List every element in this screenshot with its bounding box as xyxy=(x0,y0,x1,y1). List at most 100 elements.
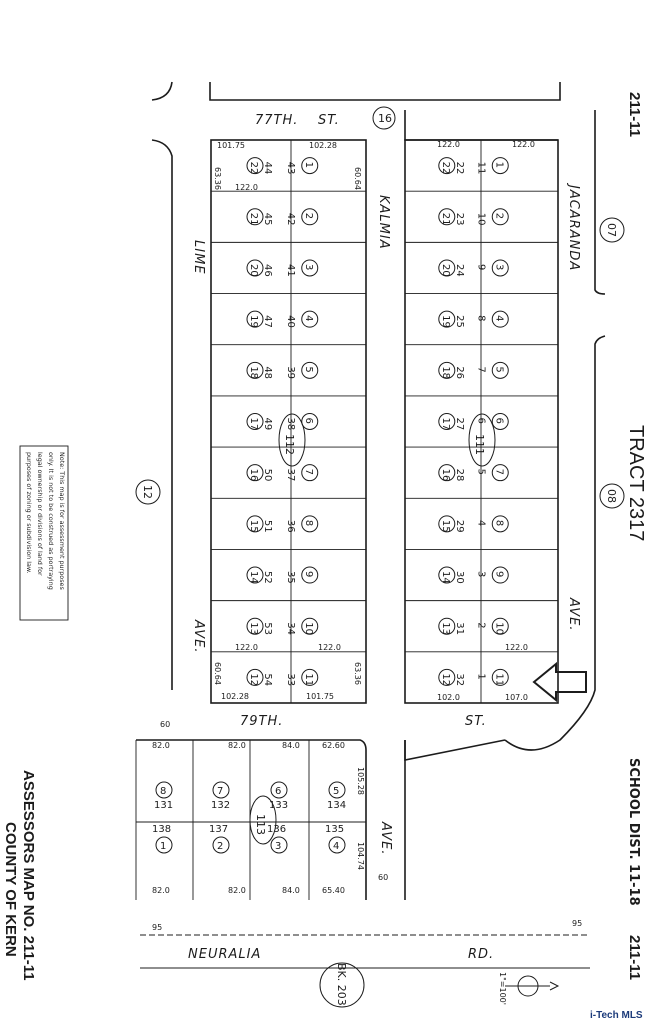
block-112-parcel-number-b: 1 xyxy=(303,162,314,168)
block-112-parcel-number-b: 4 xyxy=(303,315,314,321)
note-line: legal ownership or divisions of land for xyxy=(36,452,44,576)
page-circle-07: 07 xyxy=(599,217,625,243)
block-113-parcel-number: 132 xyxy=(211,800,230,811)
block-112-parcel-number-a: 53 xyxy=(262,622,273,635)
block-112-parcel-number-c: 38 xyxy=(285,418,296,431)
street-jacaranda-ave: JACARANDA AVE. xyxy=(404,110,606,761)
block-112-parcel-number-a: 44 xyxy=(262,162,273,175)
page-circle-08-label: 08 xyxy=(605,489,618,503)
block-111-parcel-number-b: 2 xyxy=(493,213,504,219)
dim-104-74: 104.74 xyxy=(356,842,365,870)
street-label-jacaranda-ave: AVE. xyxy=(566,597,581,632)
block-112-parcel-number-b: 5 xyxy=(303,366,314,372)
block-111-lot-number: 13 xyxy=(440,622,451,635)
street-79th: 79TH. ST. 60 xyxy=(160,714,486,729)
block-111-parcel-number-b: 4 xyxy=(493,315,504,321)
block-111-parcel-number-c: 2 xyxy=(475,622,486,628)
street-label-lime: LIME xyxy=(191,240,206,275)
street-label-79th: 79TH. xyxy=(240,714,283,729)
block-112-parcel-number-a: 50 xyxy=(262,469,273,482)
block-112-lot-number: 21 xyxy=(248,213,259,226)
street-label-neuralia: NEURALIA xyxy=(188,947,261,962)
dim-122-right-top2: 122.0 xyxy=(512,140,535,149)
dim-105-28: 105.28 xyxy=(356,767,365,795)
block-111-parcel-number-a: 31 xyxy=(454,622,465,635)
dim-82-b: 82.0 xyxy=(228,741,246,750)
block-111-parcel-number-c: 10 xyxy=(475,213,486,226)
block-111-parcel-number-b: 5 xyxy=(493,366,504,372)
block-111-parcel-number-a: 25 xyxy=(454,315,465,328)
note-line: purposes of zoning or subdivision law. xyxy=(25,452,33,574)
block-111-parcel-number-a: 32 xyxy=(454,673,465,686)
dim-122-left-top: 122.0 xyxy=(235,183,258,192)
block-112-parcel-number-a: 51 xyxy=(262,520,273,533)
block-113-parcel-number: 131 xyxy=(154,800,173,811)
block-113-parcel-number: 137 xyxy=(209,824,228,835)
block-111-parcel-number-c: 3 xyxy=(475,571,486,577)
dim-102-28-top: 102.28 xyxy=(309,141,337,150)
block-112-parcel-number-b: 11 xyxy=(303,673,314,686)
block-111-parcel-number-c: 7 xyxy=(475,366,486,372)
block-112-parcel-number-b: 9 xyxy=(303,571,314,577)
block-112-parcel-number-b: 3 xyxy=(303,264,314,270)
dim-82-d: 82.0 xyxy=(228,886,246,895)
dim-102-28-bot: 102.28 xyxy=(221,692,249,701)
block-111-lot-number: 22 xyxy=(440,162,451,175)
dim-122-left-bot: 122.0 xyxy=(235,643,258,652)
note-line: only. It is not to be construed as portr… xyxy=(47,452,55,590)
page-circle-12: 12 xyxy=(135,479,161,505)
block-113-lot-number: 2 xyxy=(217,841,223,852)
block-111-parcel-number-a: 29 xyxy=(454,520,465,533)
street-label-77th: 77TH. xyxy=(255,113,298,128)
block-112-parcel-number-a: 54 xyxy=(262,673,273,686)
block-111-lot-number: 15 xyxy=(440,520,451,533)
block-112-parcel-number-b: 8 xyxy=(303,520,314,526)
tract-2317-label: TRACT 2317 xyxy=(625,425,647,541)
block-112-parcel-number-c: 37 xyxy=(285,469,296,482)
street-label-lime-ave: AVE. xyxy=(191,619,206,654)
block-111-parcel-number-b: 3 xyxy=(493,264,504,270)
block-113-parcel-number: 133 xyxy=(269,800,288,811)
county-label: COUNTY OF KERN xyxy=(2,822,19,957)
street-77th: 77TH. ST. xyxy=(151,81,561,690)
dim-95-right: 95 xyxy=(572,919,582,928)
block-112-lot-number: 12 xyxy=(248,673,259,686)
block-111-parcel-number-a: 27 xyxy=(454,418,465,431)
block-111-parcel-number-a: 24 xyxy=(454,264,465,277)
block-112-parcel-number-c: 42 xyxy=(285,213,296,226)
block-113-parcel-number: 136 xyxy=(267,824,286,835)
block-111-lot-number: 20 xyxy=(440,264,451,277)
page-circle-16-label: 16 xyxy=(378,112,392,125)
dim-95-left: 95 xyxy=(152,923,162,932)
block-111-parcel-number-b: 10 xyxy=(493,622,504,635)
block-112-lot-number: 16 xyxy=(248,469,259,482)
page-code-top: 211-11 xyxy=(626,92,643,137)
block-112-parcel-number-a: 47 xyxy=(262,315,273,328)
block-111-lot-number: 16 xyxy=(440,469,451,482)
block-112-parcel-number-b: 10 xyxy=(303,622,314,635)
block-112-parcel-number-b: 2 xyxy=(303,213,314,219)
street-lime-ave: LIME AVE. xyxy=(191,240,206,654)
block-112-parcel-number-c: 36 xyxy=(285,520,296,533)
block-111-lot-number: 14 xyxy=(440,571,451,584)
assessor-title-block: ASSESSORS MAP NO. 211-11 COUNTY OF KERN xyxy=(2,770,37,981)
block-113-lot-number: 8 xyxy=(160,786,166,797)
